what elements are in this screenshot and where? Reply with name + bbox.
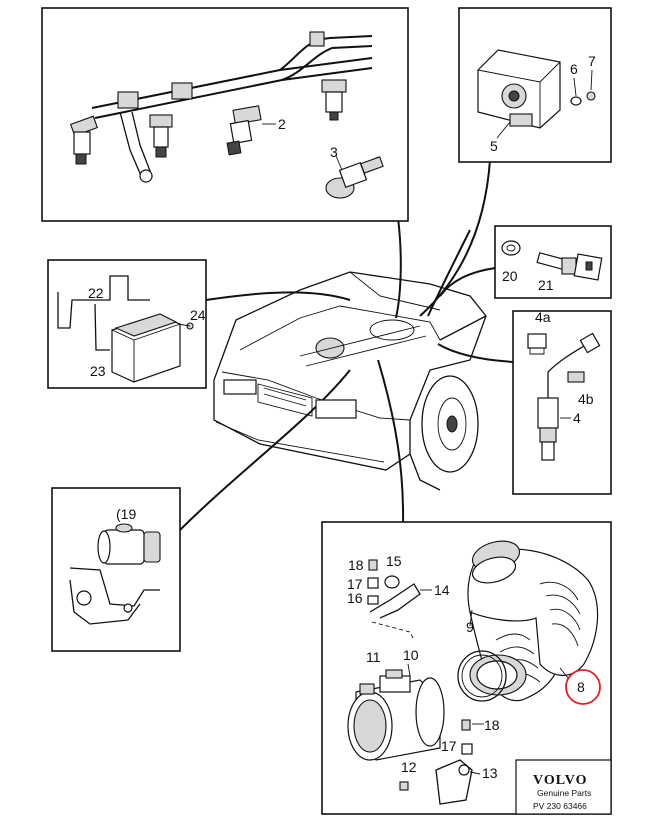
panel-control-unit: 22 24 23 [47,259,207,389]
panel-lambda-sensor: 4a 4b 4 [512,309,612,495]
callout-12: 12 [401,759,417,775]
callout-7: 7 [588,53,596,69]
callout-2: 2 [278,116,286,132]
callout-19: (19 [116,506,136,522]
car-illustration [213,271,488,491]
callout-13: 13 [482,765,498,781]
callout-18-bottom: 18 [484,717,500,733]
highlight-circle-8 [565,669,601,705]
injector-left [69,115,99,165]
panel-fuel-rail: 2 3 [41,7,409,222]
callout-8: 8 [577,679,585,695]
callout-18-top: 18 [348,557,364,573]
callout-6: 6 [570,61,578,77]
callout-5: 5 [490,138,498,154]
air-hose-part-8 [467,540,599,702]
callout-4b: 4b [578,391,594,407]
panel-air-intake: 18 15 17 16 14 9 [321,521,612,815]
injector-right [321,79,347,121]
brand-logo: VOLVO [533,773,588,788]
callout-24: 24 [190,307,206,323]
panel-idle-valve: (19 [51,487,181,652]
callout-17-bottom: 17 [441,738,457,754]
brand-subtitle: Genuine Parts [537,788,591,798]
callout-10: 10 [403,647,419,663]
air-flow-meter-part-10 [347,669,445,761]
callout-4: 4 [573,410,581,426]
drawing-code: PV 230 63466 [533,801,587,811]
callout-9: 9 [466,619,474,635]
panel-temp-sensor: 20 21 [494,225,612,299]
callout-17-top: 17 [347,576,363,592]
callout-11: 11 [366,649,381,665]
callout-20: 20 [502,268,518,284]
injector-part-2 [226,105,276,156]
panel-throttle-switch: 5 6 7 [458,7,612,163]
callout-4a: 4a [535,309,551,325]
callout-3: 3 [330,144,338,160]
injector-middle [149,114,173,158]
pressure-regulator-part-3 [325,155,384,199]
callout-23: 23 [90,363,106,379]
callout-14: 14 [434,582,450,598]
callout-22: 22 [88,285,104,301]
callout-16: 16 [347,590,363,606]
callout-21: 21 [538,277,554,293]
callout-15: 15 [386,553,402,569]
